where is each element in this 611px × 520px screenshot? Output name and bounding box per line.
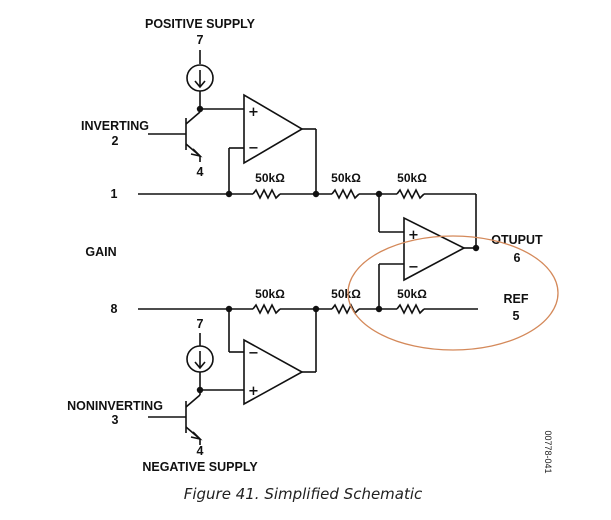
pin-7-bottom-label: 7: [197, 317, 204, 331]
pin-5-label: 5: [513, 309, 520, 323]
resistor-bottom-mid-label: 50kΩ: [331, 287, 361, 301]
gain-label: GAIN: [85, 245, 116, 259]
opamp-output-minus: −: [408, 260, 419, 275]
resistor-top-left-label: 50kΩ: [255, 171, 285, 185]
resistor-top-mid-label: 50kΩ: [331, 171, 361, 185]
opamp-bottom-plus: +: [248, 384, 259, 399]
current-source-bottom: [186, 333, 214, 390]
pin-1-label: 1: [111, 187, 118, 201]
pin-7-top-label: 7: [197, 33, 204, 47]
negative-supply-label: NEGATIVE SUPPLY: [142, 460, 258, 474]
pin-8-label: 8: [111, 302, 118, 316]
noninverting-label: NONINVERTING: [67, 399, 163, 413]
opamp-bottom: − +: [200, 309, 317, 406]
opamp-output: + −: [378, 194, 476, 309]
opamp-output-plus: +: [408, 228, 419, 243]
figure-code: 00778-041: [543, 430, 553, 473]
ref-label: REF: [504, 292, 529, 306]
opamp-top-plus: +: [248, 105, 259, 120]
junction-dot: [375, 305, 383, 313]
resistor-bottom-right-label: 50kΩ: [397, 287, 427, 301]
pin-4-top-label: 4: [197, 165, 204, 179]
top-signal-line: [138, 188, 477, 248]
current-source-top: [186, 50, 214, 109]
pin-3-label: 3: [112, 413, 119, 427]
inverting-label: INVERTING: [81, 119, 149, 133]
input-transistor-top: [148, 111, 203, 162]
resistor-bottom-left-label: 50kΩ: [255, 287, 285, 301]
pin-6-label: 6: [514, 251, 521, 265]
junction-dot: [225, 190, 233, 198]
input-transistor-bottom: [148, 390, 203, 445]
opamp-bottom-minus: −: [248, 346, 259, 361]
junction-dot: [312, 190, 320, 198]
resistor-top-right-label: 50kΩ: [397, 171, 427, 185]
output-label: OTUPUT: [491, 233, 543, 247]
pin-4-bottom-label: 4: [197, 444, 204, 458]
output-junction-dot: [472, 244, 480, 252]
figure-caption: Figure 41. Simplified Schematic: [184, 485, 423, 503]
highlight-ellipse: [347, 235, 559, 351]
opamp-top-minus: −: [248, 141, 259, 156]
pin-2-label: 2: [112, 134, 119, 148]
positive-supply-label: POSITIVE SUPPLY: [145, 17, 256, 31]
opamp-top: + −: [200, 93, 317, 194]
bottom-signal-line: [138, 303, 478, 315]
